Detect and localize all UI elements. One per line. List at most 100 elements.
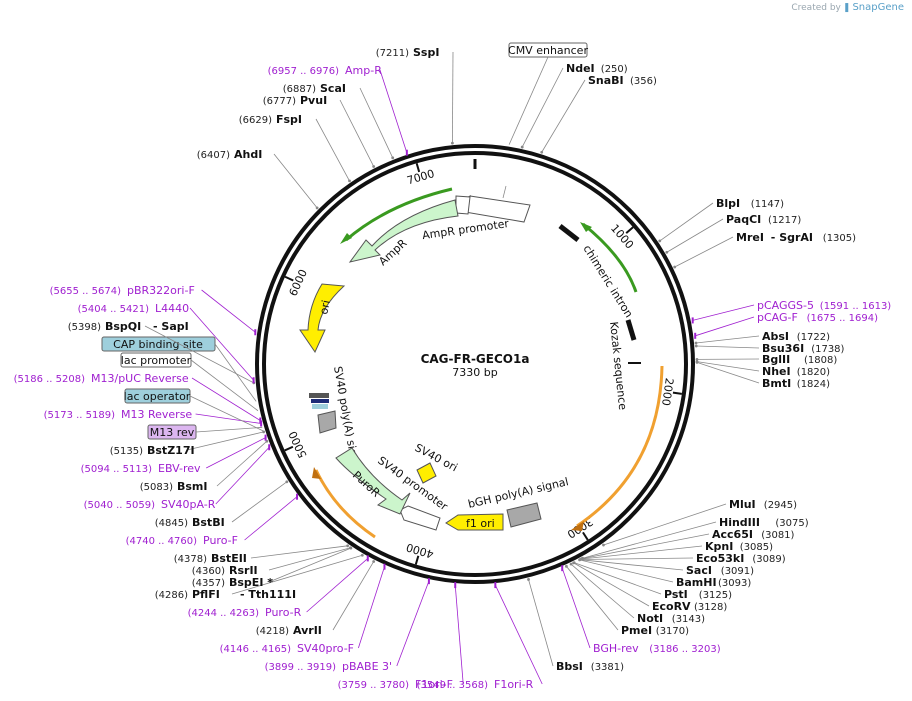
enzyme-site[interactable]: PmeI(3170) xyxy=(621,624,689,637)
site-mark xyxy=(527,578,530,581)
enzyme-site[interactable]: BbsI(3381) xyxy=(556,660,624,673)
ampr-promoter-arrow[interactable] xyxy=(455,195,471,215)
enzyme-position: (5135) xyxy=(110,446,143,457)
primer-site[interactable]: (4146 .. 4165)SV40pro-F xyxy=(220,642,354,655)
primer-site[interactable]: (3549 .. 3568)F1ori-R xyxy=(417,678,534,691)
enzyme-position: (1824) xyxy=(797,379,830,390)
connector-line xyxy=(268,547,352,583)
cap-binding-site-tag[interactable]: CAP binding site xyxy=(101,336,216,352)
enzyme-site[interactable]: BglII(1808) xyxy=(762,353,837,366)
enzyme-site[interactable]: NheI(1820) xyxy=(762,365,830,378)
enzyme-site[interactable]: (5135)BstZ17I xyxy=(110,444,195,457)
enzyme-site[interactable]: MreI- SgrAI(1305) xyxy=(736,231,856,244)
enzyme-site[interactable]: SacI(3091) xyxy=(686,564,754,577)
connector-line xyxy=(573,562,650,607)
enzyme-site[interactable]: BlpI(1147) xyxy=(716,197,784,210)
kozak-block[interactable] xyxy=(625,319,637,341)
primer-range: (5655 .. 5674) xyxy=(50,286,122,297)
primer-site[interactable]: (3759 .. 3780)F1ori-F xyxy=(338,678,453,691)
primer-site[interactable]: pCAGGS-5(1591 .. 1613) xyxy=(757,299,891,312)
enzyme-site[interactable]: (4286)PflFI- Tth111I xyxy=(155,588,296,601)
primer-site[interactable]: (5186 .. 5208)M13/pUC Reverse xyxy=(14,372,189,385)
enzyme-site[interactable]: (5398)BspQI- SapI xyxy=(68,320,189,333)
enzyme-site[interactable]: (6777)PvuI xyxy=(263,94,327,107)
primer-site[interactable]: (6957 .. 6976)Amp-R xyxy=(268,64,383,77)
snapgene-credit: Created by ❚ SnapGene xyxy=(791,2,904,13)
primer-site[interactable]: pCAG-F(1675 .. 1694) xyxy=(757,311,878,324)
enzyme-site[interactable]: NotI(3143) xyxy=(637,612,705,625)
primer-mark xyxy=(561,565,564,572)
lac-operator-tag[interactable]: lac operator xyxy=(124,388,191,404)
enzyme-site[interactable]: Eco53kI(3089) xyxy=(696,552,786,565)
enzyme-site[interactable]: (4218)AvrII xyxy=(256,624,322,637)
bgh-polya-block[interactable] xyxy=(506,502,542,528)
m13-rev-tag[interactable]: M13 rev xyxy=(147,424,197,440)
enzyme-site[interactable]: (4845)BstBI xyxy=(155,516,225,529)
cap-site-block[interactable] xyxy=(311,399,329,403)
connector-line xyxy=(379,69,408,153)
primer-site[interactable]: (5404 .. 5421)L4440 xyxy=(78,302,190,315)
enzyme-site[interactable]: KpnI(3085) xyxy=(705,540,773,553)
ori-arrow[interactable] xyxy=(299,283,346,354)
site-mark xyxy=(564,564,568,568)
enzyme-site[interactable]: (6407)AhdI xyxy=(197,148,263,161)
primer-range: (1591 .. 1613) xyxy=(820,301,892,312)
sv40-ori-block[interactable] xyxy=(416,462,437,484)
site-mark xyxy=(578,558,581,562)
enzyme-site[interactable]: (6887)ScaI xyxy=(283,82,346,95)
primer-site[interactable]: (5173 .. 5189)M13 Reverse xyxy=(44,408,193,421)
site-mark xyxy=(572,561,576,565)
enzyme-site[interactable]: Acc65I(3081) xyxy=(712,528,795,541)
f1-ori-arrow[interactable] xyxy=(445,513,504,531)
enzyme-site[interactable]: (4357)BspEI * xyxy=(192,576,274,589)
primer-site[interactable]: (4244 .. 4263)Puro-R xyxy=(188,606,302,619)
enzyme-site[interactable]: (5083)BsmI xyxy=(140,480,208,493)
connector-line xyxy=(521,67,564,148)
enzyme-name: NheI xyxy=(762,365,791,378)
connector-line xyxy=(579,559,684,571)
enzyme-site[interactable]: AbsI(1722) xyxy=(762,330,830,343)
primer-site[interactable]: (5040 .. 5059)SV40pA-R xyxy=(84,498,216,511)
enzyme-site[interactable]: SnaBI(356) xyxy=(588,74,657,87)
enzyme-site[interactable]: MluI(2945) xyxy=(729,498,797,511)
primer-range: (5186 .. 5208) xyxy=(14,374,86,385)
site-mark xyxy=(694,344,698,348)
enzyme-name: PmeI xyxy=(621,624,652,637)
puror-arrow[interactable] xyxy=(335,447,411,515)
site-mark xyxy=(658,239,662,243)
cmv-enhancer-tag[interactable]: CMV enhancer xyxy=(508,42,588,58)
lac-promoter-tag[interactable]: lac promoter xyxy=(120,352,192,368)
ruler-tick-label: 5000 xyxy=(286,429,309,460)
enzyme-site[interactable]: NdeI(250) xyxy=(566,62,628,75)
enzyme-site[interactable]: PaqCI(1217) xyxy=(726,213,801,226)
enzyme-site[interactable]: HindIII(3075) xyxy=(719,516,809,529)
sv40-polya-block[interactable] xyxy=(317,410,337,434)
svg-text:CAP binding site: CAP binding site xyxy=(113,338,203,351)
enzyme-site[interactable]: BamHI(3093) xyxy=(676,576,751,589)
lac-operator-block[interactable] xyxy=(312,404,328,409)
sv40-promoter-arrow[interactable] xyxy=(399,505,441,531)
connector-line xyxy=(191,377,261,421)
ruler-tick-label: 6000 xyxy=(287,267,311,298)
lac-promoter-block[interactable] xyxy=(309,393,329,398)
connector-line xyxy=(579,559,674,583)
enzyme-site[interactable]: (4378)BstEII xyxy=(174,552,247,565)
enzyme-position: (6887) xyxy=(283,84,316,95)
enzyme-site[interactable]: (6629)FspI xyxy=(239,113,302,126)
enzyme-site[interactable]: BmtI(1824) xyxy=(762,377,830,390)
enzyme-site[interactable]: (7211)SspI xyxy=(376,46,440,59)
enzyme-site[interactable]: Bsu36I(1738) xyxy=(762,342,845,355)
enzyme-site[interactable]: EcoRV(3128) xyxy=(652,600,727,613)
enzyme-site[interactable]: (4360)RsrII xyxy=(192,564,258,577)
primer-site[interactable]: (5655 .. 5674)pBR322ori-F xyxy=(50,284,195,297)
site-mark xyxy=(540,150,544,154)
primer-site[interactable]: BGH-rev(3186 .. 3203) xyxy=(593,642,721,655)
primer-site[interactable]: (3899 .. 3919)pBABE 3' xyxy=(265,660,393,673)
primer-site[interactable]: (4740 .. 4760)Puro-F xyxy=(126,534,238,547)
chimeric-intron-arc[interactable] xyxy=(558,224,580,242)
ampr-arrow[interactable] xyxy=(348,199,459,263)
primer-site[interactable]: (5094 .. 5113)EBV-rev xyxy=(81,462,201,475)
backbone xyxy=(255,144,695,584)
primer-mark xyxy=(264,434,267,441)
enzyme-site[interactable]: PstI(3125) xyxy=(664,588,732,601)
